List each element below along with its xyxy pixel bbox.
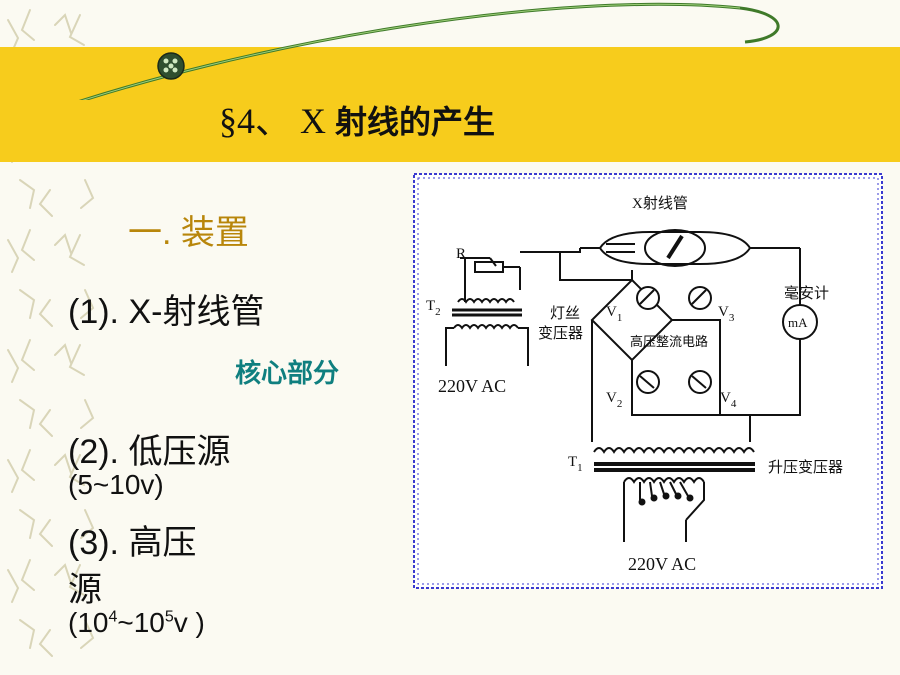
label-filament-1: 灯丝	[550, 305, 580, 322]
label-ac-top: 220V AC	[438, 376, 506, 396]
low-voltage-range: (5~10v)	[68, 469, 164, 500]
milliammeter	[782, 304, 818, 340]
xray-circuit-diagram: X射线管 R T2 灯丝 变压器 V1 V3 V2 V4 高压整流电路 毫安计 …	[413, 173, 883, 589]
item-high-voltage-line1: (3). 高压	[68, 524, 197, 562]
label-t1: T1	[568, 454, 583, 474]
item-low-voltage: (2). 低压源	[68, 433, 231, 471]
section-heading: 一. 装置	[128, 214, 249, 252]
label-milliammeter: 毫安计	[784, 284, 829, 302]
label-v1: V1	[606, 304, 622, 324]
transformer-t1	[593, 447, 755, 454]
transformer-t2	[457, 298, 515, 304]
label-stepup: 升压变压器	[768, 459, 843, 476]
label-v4: V4	[720, 390, 737, 410]
core-part-label: 核心部分	[235, 358, 340, 388]
label-r: R	[456, 246, 466, 262]
page-title: §4、 X 射线的产生	[219, 101, 496, 141]
label-ac-bottom: 220V AC	[628, 554, 696, 574]
label-rectifier: 高压整流电路	[630, 334, 708, 349]
item-high-voltage-line2: 源	[68, 571, 102, 609]
label-filament-2: 变压器	[538, 325, 583, 342]
item-xray-tube: (1). X-射线管	[68, 293, 265, 331]
high-voltage-range: (104~105v )	[68, 607, 205, 638]
valve-v1	[636, 286, 660, 310]
title-bar	[0, 47, 900, 162]
valve-v3	[688, 286, 712, 310]
label-v3: V3	[718, 304, 735, 324]
decorative-curve	[78, 2, 780, 100]
label-t2: T2	[426, 298, 441, 318]
label-v2: V2	[606, 390, 622, 410]
label-ma: mA	[788, 315, 808, 330]
decorative-pattern	[7, 9, 95, 657]
label-xray-tube: X射线管	[632, 195, 688, 212]
